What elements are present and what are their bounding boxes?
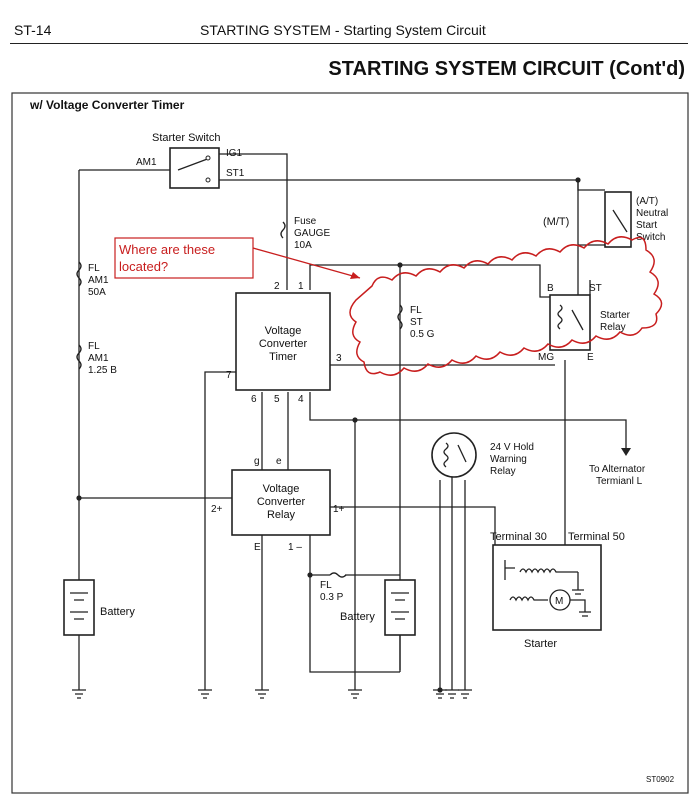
callout-line-2: located? bbox=[119, 259, 168, 274]
svg-text:AM1: AM1 bbox=[136, 157, 157, 168]
svg-text:1 –: 1 – bbox=[288, 542, 302, 553]
svg-text:24 V Hold: 24 V Hold bbox=[490, 442, 534, 453]
section-title: STARTING SYSTEM - Starting System Circui… bbox=[200, 22, 486, 38]
svg-text:Relay: Relay bbox=[600, 322, 626, 333]
alternator-label-1: To Alternator bbox=[589, 464, 646, 475]
svg-text:7: 7 bbox=[226, 370, 232, 381]
svg-text:e: e bbox=[276, 456, 282, 467]
svg-text:FL: FL bbox=[88, 263, 100, 274]
svg-text:AM1: AM1 bbox=[88, 275, 109, 286]
svg-text:Fuse: Fuse bbox=[294, 216, 317, 227]
ground-symbols bbox=[72, 689, 472, 699]
svg-text:ST1: ST1 bbox=[226, 168, 245, 179]
svg-text:E: E bbox=[587, 352, 594, 363]
svg-text:Start: Start bbox=[636, 220, 657, 231]
svg-text:2+: 2+ bbox=[211, 504, 223, 515]
svg-text:Starter: Starter bbox=[600, 310, 631, 321]
svg-text:Converter: Converter bbox=[259, 338, 308, 350]
svg-text:Relay: Relay bbox=[267, 509, 296, 521]
svg-text:B: B bbox=[547, 283, 554, 294]
fusible-link-st: FL ST 0.5 G bbox=[397, 304, 435, 340]
alternator-arrow-icon bbox=[621, 448, 631, 456]
voltage-converter-timer: Voltage Converter Timer 2 1 3 7 6 5 4 bbox=[226, 281, 342, 405]
svg-text:Neutral: Neutral bbox=[636, 208, 668, 219]
svg-text:M: M bbox=[555, 596, 563, 607]
fusible-link-am1-125b: FL AM1 1.25 B bbox=[76, 341, 117, 376]
svg-text:AM1: AM1 bbox=[88, 353, 109, 364]
svg-text:Switch: Switch bbox=[636, 232, 665, 243]
svg-text:0.5 G: 0.5 G bbox=[410, 329, 435, 340]
svg-text:3: 3 bbox=[336, 353, 342, 364]
svg-text:IG1: IG1 bbox=[226, 148, 243, 159]
alternator-label-2: Termianl L bbox=[596, 476, 643, 487]
svg-text:Battery: Battery bbox=[100, 606, 135, 618]
battery-left: Battery bbox=[63, 579, 135, 690]
page-code: ST-14 bbox=[14, 22, 52, 38]
svg-text:0.3 P: 0.3 P bbox=[320, 592, 344, 603]
figure-code: ST0902 bbox=[646, 775, 675, 784]
svg-text:Warning: Warning bbox=[490, 454, 527, 465]
callout-cloud bbox=[349, 236, 663, 376]
svg-text:5: 5 bbox=[274, 394, 280, 405]
header-rule bbox=[10, 43, 688, 44]
svg-text:6: 6 bbox=[251, 394, 257, 405]
fusible-link-03p: FL 0.3 P bbox=[320, 572, 347, 603]
svg-text:ST: ST bbox=[410, 317, 423, 328]
svg-text:ST: ST bbox=[589, 283, 602, 294]
callout-line-1: Where are these bbox=[119, 242, 215, 257]
callout-arrow-icon bbox=[350, 272, 360, 279]
svg-text:GAUGE: GAUGE bbox=[294, 228, 330, 239]
starter-relay: B ST MG E Starter Relay bbox=[538, 283, 631, 363]
svg-text:FL: FL bbox=[320, 580, 332, 591]
svg-text:1.25 B: 1.25 B bbox=[88, 365, 117, 376]
svg-text:Voltage: Voltage bbox=[263, 483, 300, 495]
starter-switch: Starter Switch AM1 IG1 ST1 bbox=[136, 132, 245, 189]
svg-text:Converter: Converter bbox=[257, 496, 306, 508]
svg-text:g: g bbox=[254, 456, 260, 467]
svg-text:MG: MG bbox=[538, 352, 554, 363]
svg-text:Voltage: Voltage bbox=[265, 325, 302, 337]
fuse-gauge: Fuse GAUGE 10A bbox=[280, 216, 330, 251]
wires bbox=[78, 153, 627, 690]
starter-motor: Terminal 30 Terminal 50 Starter M bbox=[490, 531, 625, 650]
page-title: STARTING SYSTEM CIRCUIT (Cont'd) bbox=[328, 58, 685, 80]
svg-text:Starter: Starter bbox=[524, 638, 557, 650]
callout-box bbox=[114, 237, 254, 279]
svg-text:4: 4 bbox=[298, 394, 304, 405]
svg-text:50A: 50A bbox=[88, 287, 106, 298]
svg-text:1+: 1+ bbox=[333, 504, 345, 515]
svg-text:Starter Switch: Starter Switch bbox=[152, 132, 220, 144]
panel-label: w/ Voltage Converter Timer bbox=[29, 98, 185, 112]
fusible-link-am1-50a: FL AM1 50A bbox=[76, 261, 109, 298]
svg-text:10A: 10A bbox=[294, 240, 312, 251]
svg-text:E: E bbox=[254, 542, 261, 553]
callout: Where are these located? bbox=[114, 236, 663, 376]
svg-text:Terminal 30: Terminal 30 bbox=[490, 531, 547, 543]
svg-text:Relay: Relay bbox=[490, 466, 516, 477]
battery-right: Battery bbox=[340, 579, 416, 672]
svg-text:FL: FL bbox=[88, 341, 100, 352]
svg-text:(A/T): (A/T) bbox=[636, 196, 658, 207]
svg-text:Terminal 50: Terminal 50 bbox=[568, 531, 625, 543]
mt-label: (M/T) bbox=[543, 216, 569, 228]
svg-text:FL: FL bbox=[410, 305, 422, 316]
svg-text:Timer: Timer bbox=[269, 351, 297, 363]
svg-text:Battery: Battery bbox=[340, 611, 375, 623]
hold-warning-relay: 24 V Hold Warning Relay bbox=[431, 432, 534, 478]
svg-text:1: 1 bbox=[298, 281, 304, 292]
diagram-frame bbox=[11, 92, 689, 794]
junction-dots bbox=[76, 177, 581, 693]
voltage-converter-relay: Voltage Converter Relay g e 2+ 1+ E 1 – bbox=[211, 456, 345, 553]
callout-pointer bbox=[252, 247, 361, 279]
svg-text:2: 2 bbox=[274, 281, 280, 292]
